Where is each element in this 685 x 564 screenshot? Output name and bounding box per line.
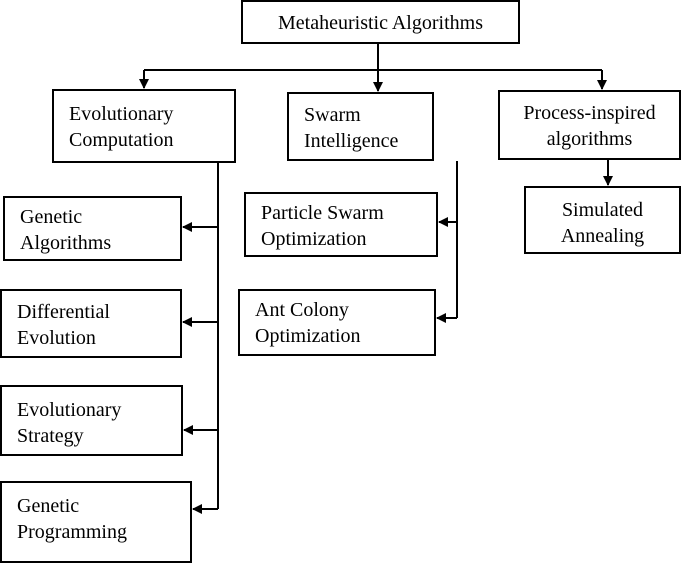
leaf-label-line: Evolution — [17, 327, 96, 349]
leaf-label-line: Evolutionary — [17, 399, 122, 421]
root-node-metaheuristic-algorithms: Metaheuristic Algorithms — [241, 0, 520, 44]
leaf-label-line: Annealing — [560, 225, 645, 247]
leaf-node-evolutionary-strategy: Evolutionary Strategy — [0, 385, 183, 456]
category-node-process-inspired-algorithms: Process-inspired algorithms — [498, 90, 681, 160]
leaf-label-line: Programming — [17, 521, 127, 543]
category-node-evolutionary-computation: Evolutionary Computation — [52, 89, 236, 163]
leaf-label-line: Particle Swarm — [261, 202, 384, 224]
category-node-swarm-intelligence: Swarm Intelligence — [287, 92, 434, 161]
category-label-line: algorithms — [546, 128, 633, 150]
leaf-label-line: Genetic — [17, 495, 80, 517]
leaf-label-line: Simulated — [561, 199, 644, 221]
leaf-node-particle-swarm-optimization: Particle Swarm Optimization — [244, 192, 438, 257]
category-label-line: Process-inspired — [523, 102, 656, 124]
leaf-label-line: Genetic — [20, 206, 83, 228]
leaf-label-line: Strategy — [17, 425, 84, 447]
leaf-label-line: Optimization — [255, 325, 361, 347]
leaf-label-line: Ant Colony — [255, 299, 349, 321]
leaf-label-line: Differential — [17, 301, 110, 323]
category-label-line: Swarm — [304, 104, 361, 126]
leaf-node-differential-evolution: Differential Evolution — [0, 289, 182, 358]
leaf-node-genetic-programming: Genetic Programming — [0, 481, 192, 563]
root-label: Metaheuristic Algorithms — [278, 12, 483, 34]
leaf-label-line: Optimization — [261, 228, 367, 250]
category-label-line: Computation — [69, 129, 174, 151]
leaf-node-genetic-algorithms: Genetic Algorithms — [3, 196, 182, 261]
leaf-label-line: Algorithms — [20, 232, 112, 254]
leaf-node-simulated-annealing: Simulated Annealing — [524, 186, 681, 254]
category-label-line: Intelligence — [304, 130, 399, 152]
category-label-line: Evolutionary — [69, 103, 174, 125]
leaf-node-ant-colony-optimization: Ant Colony Optimization — [238, 289, 436, 356]
